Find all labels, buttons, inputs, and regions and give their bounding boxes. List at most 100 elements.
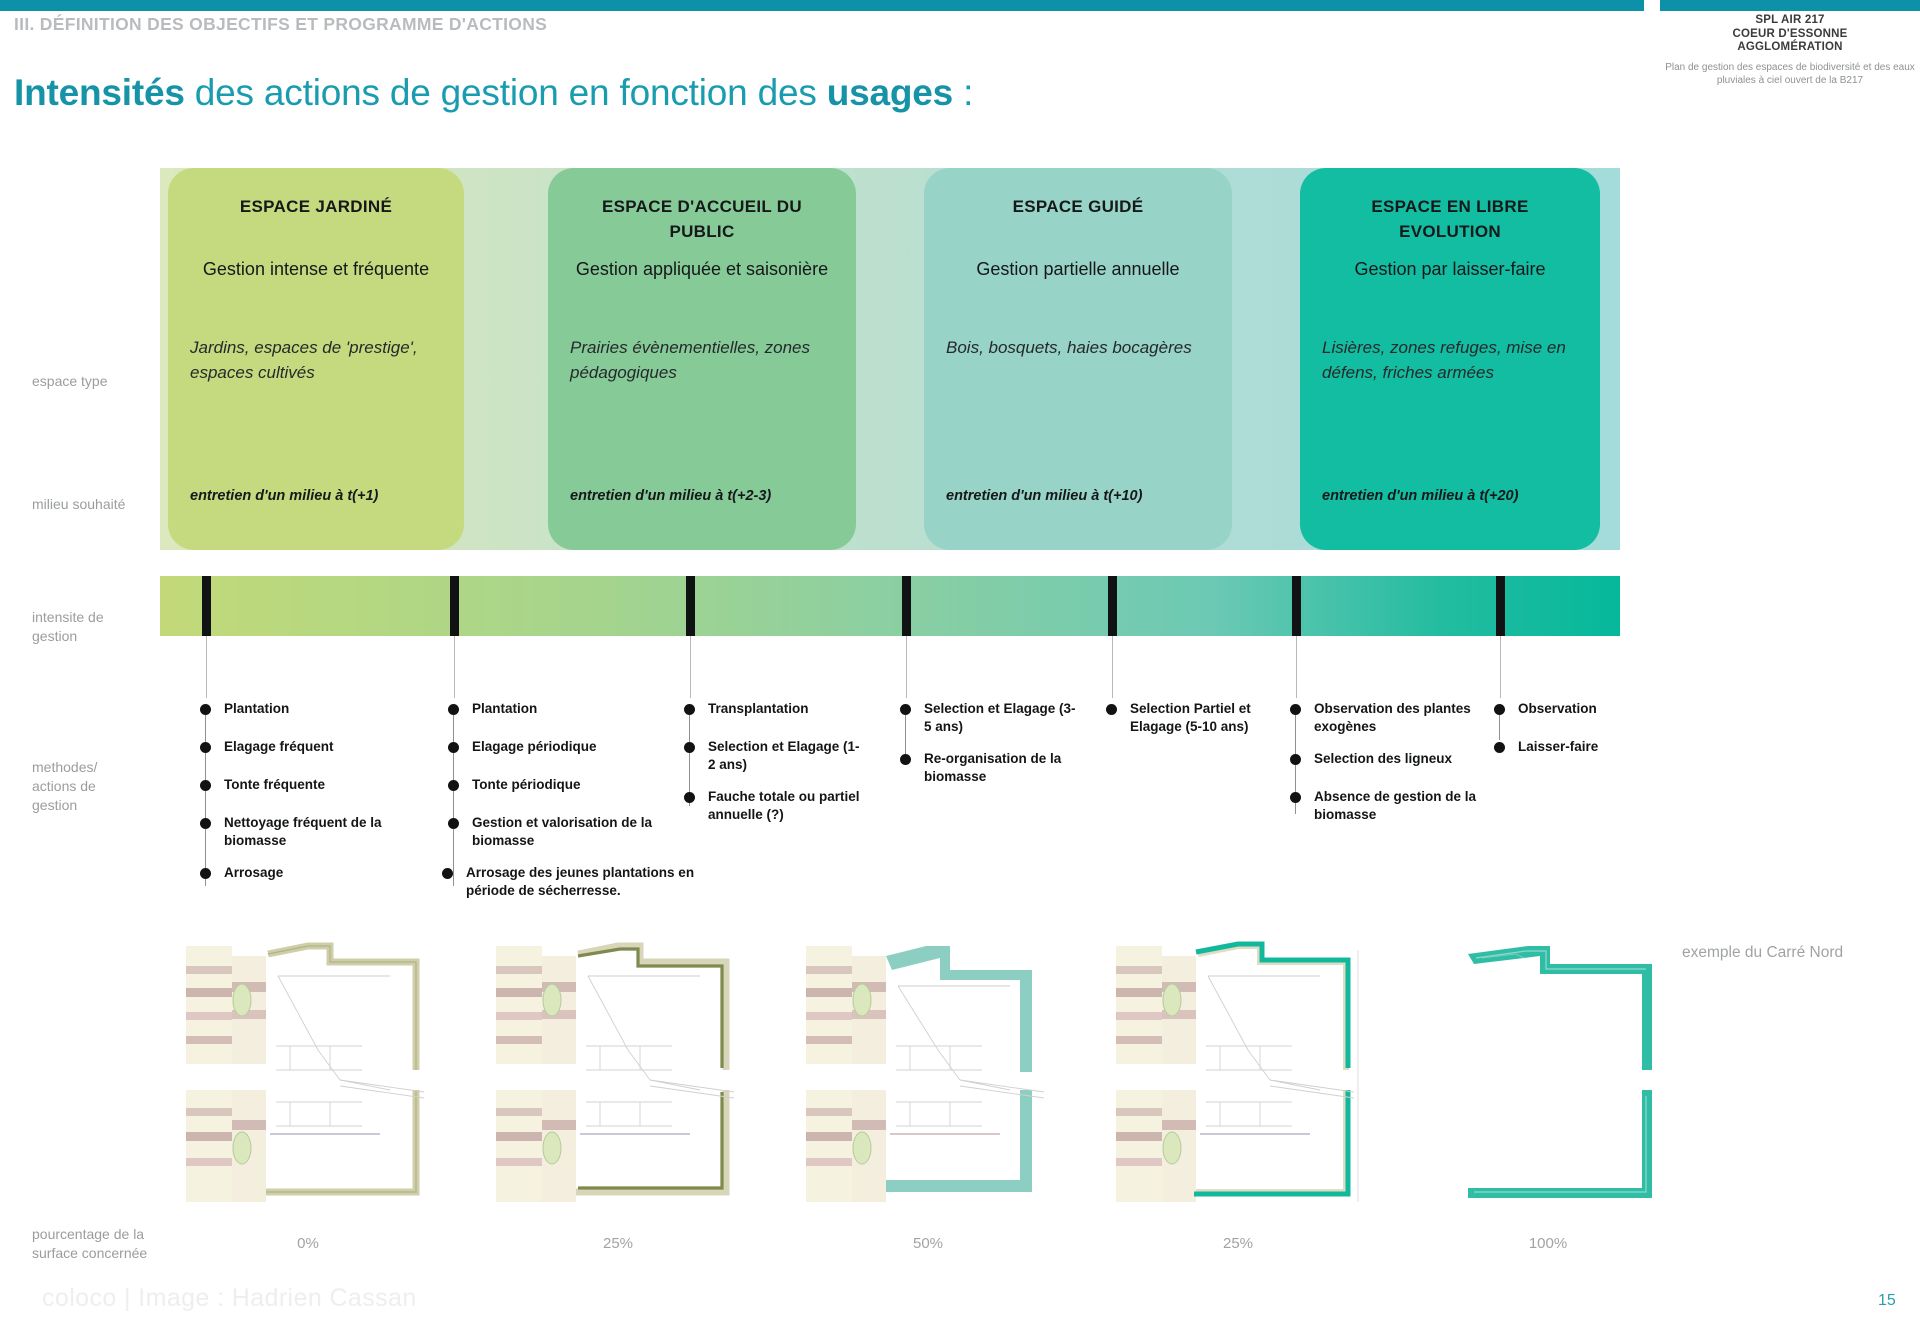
intensity-tick-7 <box>1496 576 1505 636</box>
action-column-4: Selection et Elagage (3-5 ans) Re-organi… <box>900 700 1080 786</box>
action-connector <box>205 706 207 886</box>
action-item[interactable]: Absence de gestion de la biomasse <box>1290 788 1480 824</box>
card-types: Lisières, zones refuges, mise en défens,… <box>1322 338 1566 382</box>
action-item[interactable]: Re-organisation de la biomasse <box>900 750 1080 786</box>
bullet-dot-icon <box>200 780 211 791</box>
action-item[interactable]: Plantation <box>448 700 698 718</box>
action-item[interactable]: Elagage périodique <box>448 738 698 756</box>
action-label: Absence de gestion de la biomasse <box>1314 789 1477 822</box>
action-item[interactable]: Selection et Elagage (3-5 ans) <box>900 700 1080 736</box>
page-title-end: : <box>953 72 974 113</box>
action-label: Tonte fréquente <box>224 777 325 792</box>
bullet-dot-icon <box>1494 704 1505 715</box>
bullet-dot-icon <box>900 754 911 765</box>
bullet-dot-icon <box>684 704 695 715</box>
bullet-dot-icon <box>900 704 911 715</box>
category-card-espace-libre-evolution[interactable]: ESPACE EN LIBRE EVOLUTION Gestion par la… <box>1300 168 1600 550</box>
top-rule-right <box>1660 0 1920 11</box>
action-label: Arrosage <box>224 865 284 880</box>
action-column-7: Observation Laisser-faire <box>1494 700 1654 756</box>
action-item[interactable]: Tonte périodique <box>448 776 698 794</box>
action-item[interactable]: Gestion et valorisation de la biomasse <box>448 814 698 850</box>
bullet-dot-icon <box>1290 704 1301 715</box>
category-card-espace-accueil-public[interactable]: ESPACE D'ACCUEIL DU PUBLIC Gestion appli… <box>548 168 856 550</box>
row-label-milieu-souhaite: milieu souhaité <box>32 496 126 512</box>
action-item[interactable]: Selection des ligneux <box>1290 750 1480 768</box>
brand-block: SPL AIR 217 COEUR D'ESSONNE AGGLOMÉRATIO… <box>1660 14 1920 87</box>
action-item[interactable]: Tonte fréquente <box>200 776 390 794</box>
card-milieu: entretien d'un milieu à t(+2-3) <box>570 488 772 504</box>
action-item[interactable]: Arrosage <box>200 864 390 882</box>
bullet-dot-icon <box>448 818 459 829</box>
bullet-dot-icon <box>1290 754 1301 765</box>
action-item[interactable]: Observation <box>1494 700 1654 718</box>
plan-panel-2[interactable] <box>800 940 1056 1212</box>
action-label: Tonte périodique <box>472 777 581 792</box>
action-label: Re-organisation de la biomasse <box>924 751 1062 784</box>
card-types: Jardins, espaces de 'prestige', espaces … <box>190 338 418 382</box>
card-title: ESPACE D'ACCUEIL DU PUBLIC <box>602 197 802 241</box>
action-item[interactable]: Fauche totale ou partiel annuelle (?) <box>684 788 864 824</box>
plan-percent-4: 100% <box>1528 1235 1568 1252</box>
action-label: Selection des ligneux <box>1314 751 1453 766</box>
action-item[interactable]: Nettoyage fréquent de la biomasse <box>200 814 390 850</box>
card-milieu: entretien d'un milieu à t(+10) <box>946 488 1143 504</box>
section-kicker: III. DÉFINITION DES OBJECTIFS ET PROGRAM… <box>14 14 548 34</box>
leader-line-6 <box>1296 636 1297 698</box>
bullet-dot-icon <box>448 780 459 791</box>
card-management: Gestion appliquée et saisonière <box>575 259 829 279</box>
plan-panel-3[interactable] <box>1110 940 1366 1212</box>
category-card-espace-guide[interactable]: ESPACE GUIDÉ Gestion partielle annuelle … <box>924 168 1232 550</box>
action-label: Arrosage des jeunes plantations en pério… <box>466 865 695 898</box>
plan-drawing <box>180 940 436 1212</box>
bullet-dot-icon <box>200 818 211 829</box>
bullet-dot-icon <box>1290 792 1301 803</box>
card-title: ESPACE EN LIBRE EVOLUTION <box>1371 197 1529 241</box>
bullet-dot-icon <box>200 868 211 879</box>
action-item[interactable]: Selection Partiel et Elagage (5-10 ans) <box>1106 700 1286 736</box>
row-label-methodes: methodes/ actions de gestion <box>32 759 98 813</box>
card-types: Prairies évènementielles, zones pédagogi… <box>570 338 811 382</box>
bullet-dot-icon <box>684 792 695 803</box>
page-title-bold-2: usages <box>826 72 954 113</box>
card-types: Bois, bosquets, haies bocagères <box>946 338 1192 357</box>
card-management: Gestion intense et fréquente <box>202 259 430 279</box>
action-item[interactable]: Transplantation <box>684 700 864 718</box>
plan-percent-1: 25% <box>602 1235 634 1252</box>
intensity-gradient-bar <box>160 576 1620 636</box>
plan-drawing <box>1420 940 1676 1212</box>
plan-drawing <box>800 940 1056 1212</box>
action-item[interactable]: Laisser-faire <box>1494 738 1654 756</box>
plan-drawing <box>490 940 746 1212</box>
bullet-dot-icon <box>448 742 459 753</box>
intensity-tick-2 <box>450 576 459 636</box>
intensity-tick-4 <box>902 576 911 636</box>
action-connector <box>905 706 907 762</box>
action-connector <box>689 706 691 806</box>
page-number: 15 <box>1878 1292 1896 1309</box>
action-label: Selection et Elagage (3-5 ans) <box>924 701 1076 734</box>
action-item[interactable]: Selection et Elagage (1-2 ans) <box>684 738 864 774</box>
bullet-dot-icon <box>200 742 211 753</box>
intensity-tick-3 <box>686 576 695 636</box>
card-title: ESPACE JARDINÉ <box>239 197 393 216</box>
page-title: Intensités des actions de gestion en fon… <box>14 72 973 114</box>
action-item[interactable]: Observation des plantes exogènes <box>1290 700 1480 736</box>
action-column-6: Observation des plantes exogènes Selecti… <box>1290 700 1480 824</box>
plan-panel-1[interactable] <box>490 940 746 1212</box>
plan-drawing <box>1110 940 1366 1212</box>
bullet-dot-icon <box>442 868 453 879</box>
brand-line-2: COEUR D'ESSONNE <box>1732 27 1848 40</box>
action-label: Elagage fréquent <box>224 739 334 754</box>
plan-panel-0[interactable] <box>180 940 436 1212</box>
row-label-intensite: intensite de gestion <box>32 609 104 644</box>
action-item[interactable]: Plantation <box>200 700 390 718</box>
exemple-carre-nord-label: exemple du Carré Nord <box>1682 944 1844 961</box>
action-item[interactable]: Arrosage des jeunes plantations en pério… <box>442 864 698 900</box>
category-card-espace-jardine[interactable]: ESPACE JARDINÉ Gestion intense et fréque… <box>168 168 464 550</box>
category-band: ESPACE JARDINÉ Gestion intense et fréque… <box>160 168 1620 550</box>
action-item[interactable]: Elagage fréquent <box>200 738 390 756</box>
action-label: Transplantation <box>708 701 809 716</box>
plan-panel-4[interactable] <box>1420 940 1676 1212</box>
action-label: Laisser-faire <box>1518 739 1599 754</box>
